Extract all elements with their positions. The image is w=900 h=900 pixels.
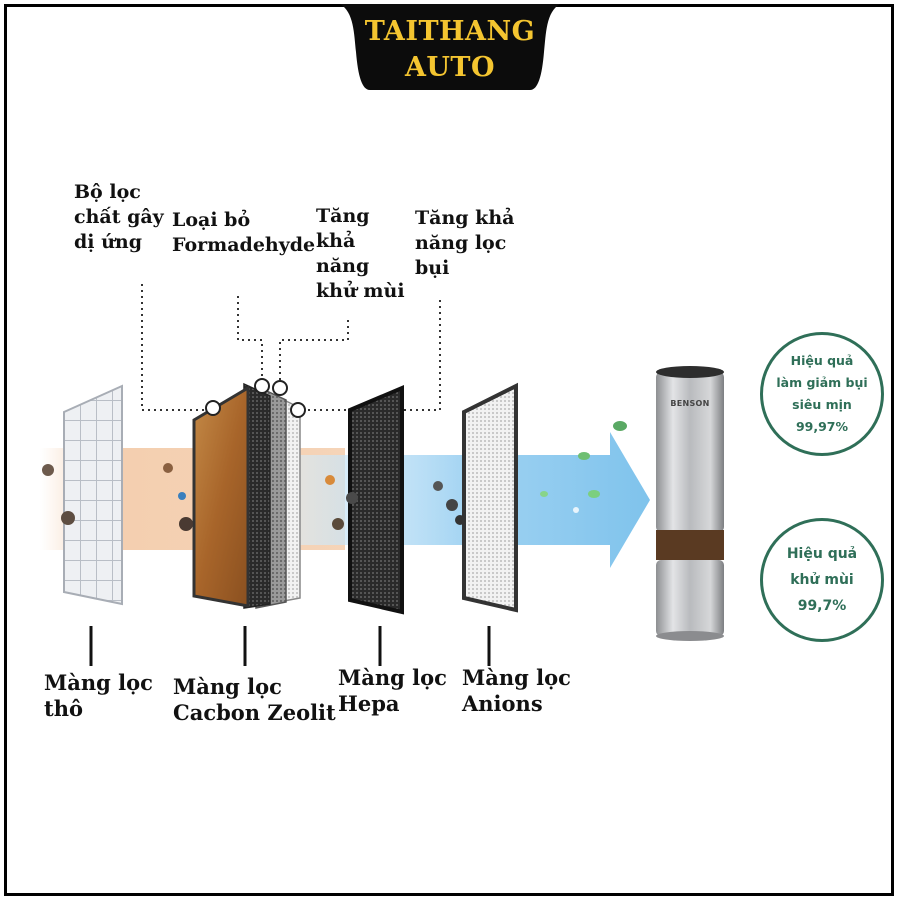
label-allergen: Bộ lọc chất gây dị ứng — [74, 180, 164, 255]
label-dust: Tăng khả năng lọc bụi — [415, 206, 514, 281]
brand-line-1: TAITHANG — [340, 16, 560, 47]
filter-label-carbon: Màng lọc Cacbon Zeolit — [173, 674, 336, 726]
brand-line-2: AUTO — [340, 52, 560, 83]
label-formaldehyde: Loại bỏ Formadehyde — [172, 208, 315, 258]
border-frame — [4, 4, 894, 896]
brand-banner: TAITHANG AUTO — [340, 4, 560, 90]
badge-dust-efficiency: Hiệu quả làm giảm bụi siêu mịn 99,97% — [760, 332, 884, 456]
label-deodorize: Tăng khả năng khử mùi — [316, 204, 405, 304]
device-brand-text: BENSON — [662, 399, 718, 408]
filter-label-anions: Màng lọc Anions — [462, 665, 571, 717]
filter-label-hepa: Màng lọc Hepa — [338, 665, 447, 717]
filter-label-coarse: Màng lọc thô — [44, 670, 153, 722]
badge-odor-efficiency: Hiệu quả khử mùi 99,7% — [760, 518, 884, 642]
